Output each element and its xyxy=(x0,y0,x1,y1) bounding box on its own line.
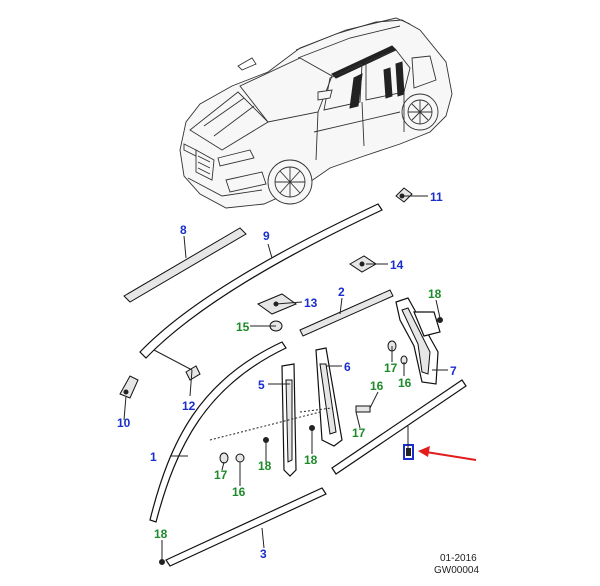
callout-18-top: 18 xyxy=(428,287,442,301)
part-12-clip xyxy=(185,365,201,381)
callout-11: 11 xyxy=(430,190,443,204)
fasteners xyxy=(159,317,443,565)
part-6-pillar xyxy=(315,347,343,447)
footer-codes: 01-2016 GW00004 xyxy=(434,553,479,576)
callout-16-mid: 16 xyxy=(370,379,384,393)
footer-code: GW00004 xyxy=(434,565,479,576)
callout-5: 5 xyxy=(258,378,265,392)
pointer-arrow xyxy=(418,446,477,461)
callout-9: 9 xyxy=(263,229,270,243)
callout-1: 1 xyxy=(150,450,157,464)
callout-15: 15 xyxy=(236,320,250,334)
part-10-bracket xyxy=(119,375,139,399)
callout-7: 7 xyxy=(450,364,457,378)
callout-13: 13 xyxy=(304,296,318,310)
leader-lines xyxy=(123,195,448,560)
part-1-long-moulding xyxy=(149,341,287,523)
footer-date: 01-2016 xyxy=(440,553,477,564)
part-4-lower-moulding xyxy=(331,379,467,475)
callout-14: 14 xyxy=(390,258,404,272)
callout-17-mid: 17 xyxy=(352,426,366,440)
callout-12: 12 xyxy=(182,399,196,413)
part-9-roof-moulding xyxy=(139,203,383,359)
part-2-moulding xyxy=(299,289,394,337)
callout-16-right: 16 xyxy=(398,376,412,390)
callout-8: 8 xyxy=(180,223,187,237)
part-3-sill-moulding xyxy=(165,487,327,567)
callout-18-left: 18 xyxy=(258,459,272,473)
callout-10: 10 xyxy=(117,416,131,430)
callout-labels: 11 8 9 14 2 13 15 18 17 16 7 6 5 16 12 1… xyxy=(117,190,457,561)
vehicle-illustration xyxy=(179,17,453,209)
callout-6: 6 xyxy=(344,360,351,374)
callout-16-left: 16 xyxy=(232,485,246,499)
part-11-clip xyxy=(395,187,413,203)
callout-17-right: 17 xyxy=(384,361,398,375)
callout-18-mid: 18 xyxy=(304,453,318,467)
callout-18-bottom: 18 xyxy=(154,527,168,541)
part-7-quarter-trim xyxy=(395,297,441,385)
part-8-strip xyxy=(123,227,247,303)
callout-2: 2 xyxy=(338,285,345,299)
callout-17-left: 17 xyxy=(214,468,228,482)
callout-3: 3 xyxy=(260,547,267,561)
